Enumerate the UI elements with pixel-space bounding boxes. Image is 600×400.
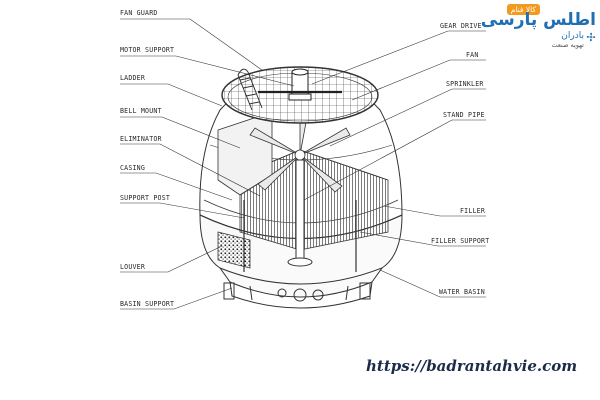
stand-pipe-shape bbox=[287, 159, 313, 267]
label-louver: LOUVER bbox=[120, 263, 146, 271]
label-casing: CASING bbox=[120, 164, 146, 172]
label-bell-mount: BELL MOUNT bbox=[120, 107, 162, 115]
leader-lines-left bbox=[120, 18, 295, 310]
label-sprinkler: SPRINKLER bbox=[446, 80, 484, 88]
label-ladder: LADDER bbox=[120, 74, 146, 82]
label-fan-guard: FAN GUARD bbox=[120, 9, 158, 17]
label-filler: FILLER bbox=[460, 207, 486, 215]
support-post-shape bbox=[243, 200, 357, 272]
label-water-basin: WATER BASIN bbox=[439, 288, 485, 296]
fan-icon bbox=[586, 32, 596, 42]
louver-shape bbox=[217, 231, 251, 269]
label-filler-support: FILLER SUPPORT bbox=[431, 237, 490, 245]
label-stand-pipe: STAND PIPE bbox=[443, 111, 485, 119]
brand-logo: کالا فنام اطلس پارسی بادران تهویه صنعت bbox=[481, 2, 598, 49]
label-motor-support: MOTOR SUPPORT bbox=[120, 46, 175, 54]
label-eliminator: ELIMINATOR bbox=[120, 135, 162, 143]
leader-lines-right bbox=[303, 30, 486, 298]
fan-blades bbox=[249, 114, 351, 193]
motor-shape bbox=[258, 68, 342, 101]
label-gear-drive: GEAR DRIVE bbox=[440, 22, 482, 30]
label-basin-support: BASIN SUPPORT bbox=[120, 300, 175, 308]
website-url: https://badrantahvie.com bbox=[366, 357, 578, 375]
logo-tagline-text: تهویه صنعت bbox=[551, 41, 584, 49]
label-support-post: SUPPORT POST bbox=[120, 194, 171, 202]
ladder-shape bbox=[237, 68, 263, 111]
logo-badge: کالا فنام bbox=[506, 4, 540, 15]
logo-brand-text: بادران bbox=[561, 31, 584, 41]
label-fan: FAN bbox=[466, 51, 479, 59]
logo-main-text: اطلس پارسی bbox=[480, 10, 596, 30]
